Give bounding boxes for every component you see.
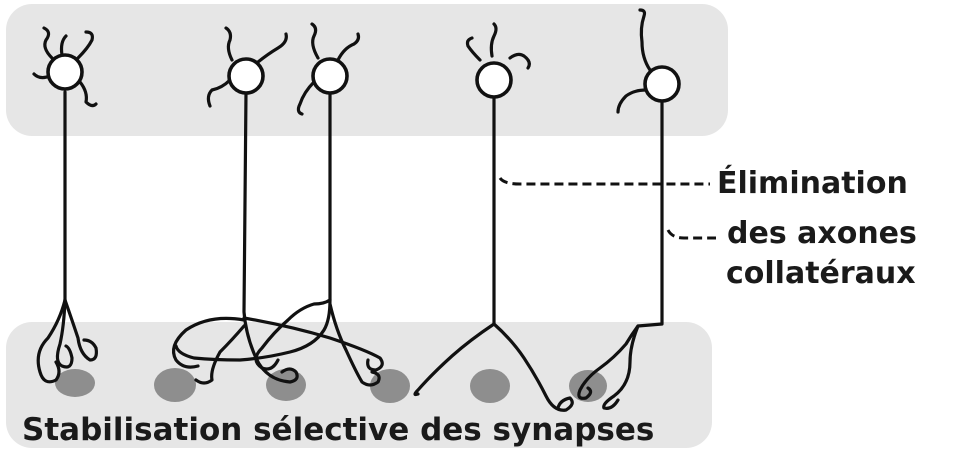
synapse-3 — [266, 369, 306, 401]
neuron-5 — [577, 8, 681, 410]
neuron-2 — [172, 26, 384, 385]
label-elimination-line2: des axones — [727, 216, 917, 251]
pointer-line-2 — [666, 229, 716, 240]
neuron-3 — [174, 22, 381, 387]
label-elimination-line1: Élimination — [717, 165, 908, 201]
synapse-5 — [470, 369, 510, 403]
neuron-5-soma — [643, 65, 681, 103]
top-band — [6, 4, 728, 136]
neuron-4 — [413, 22, 574, 412]
neuron-4-soma — [475, 61, 513, 99]
synapse-1 — [55, 369, 95, 397]
label-stabilisation: Stabilisation sélective des synapses — [22, 412, 654, 448]
synapse-2 — [154, 368, 196, 402]
pointer-line-1 — [498, 177, 710, 186]
neuron-1 — [32, 26, 98, 384]
label-elimination-line3: collatéraux — [726, 256, 916, 291]
neuron-2-soma — [227, 57, 265, 95]
neuron-3-soma — [311, 57, 349, 95]
neuron-1-soma — [46, 53, 84, 91]
